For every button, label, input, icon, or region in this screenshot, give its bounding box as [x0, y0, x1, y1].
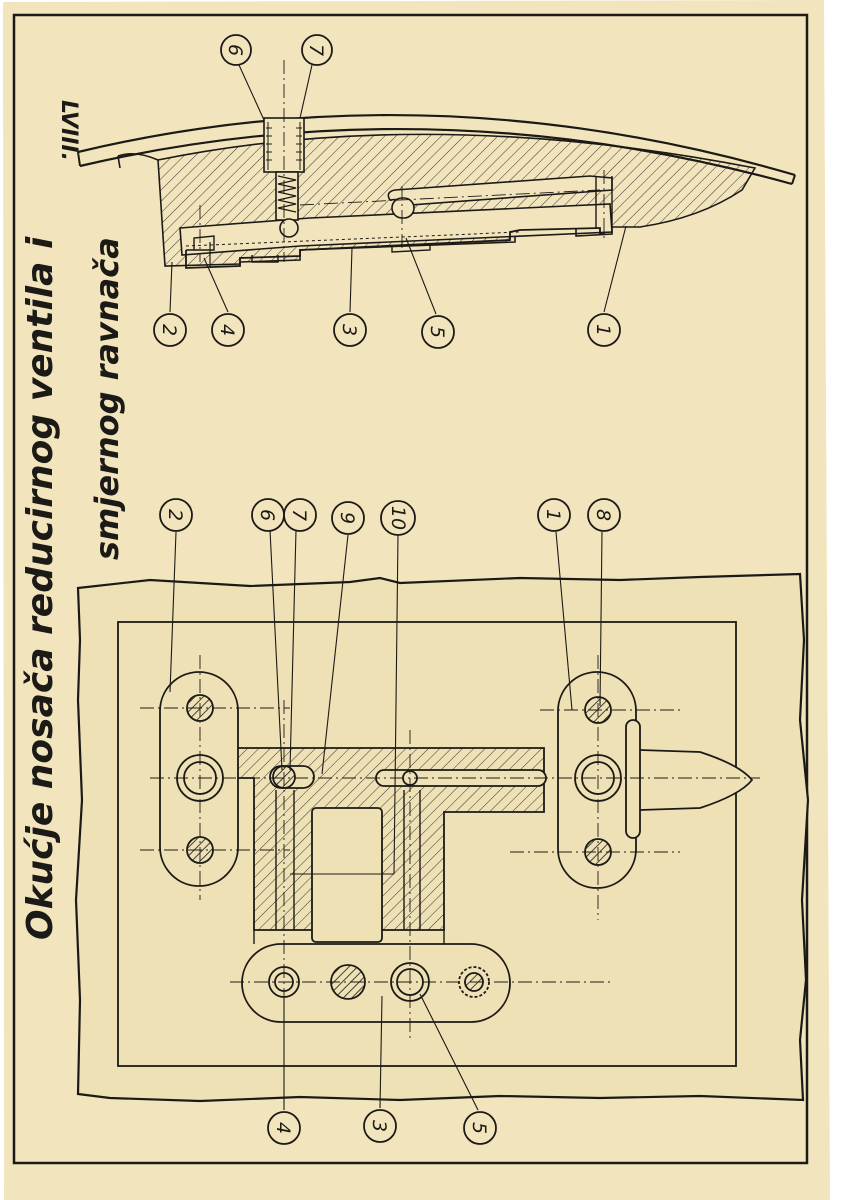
bracket-plate	[185, 227, 605, 269]
callout-plan-8: 8	[587, 498, 621, 532]
svg-text:2: 2	[158, 324, 180, 336]
section-view	[77, 60, 796, 269]
hull-inner	[79, 127, 793, 186]
callout-plan-5: 5	[463, 1111, 497, 1145]
callout-top-4: 4	[211, 313, 245, 347]
bracket-3	[241, 943, 511, 1023]
svg-text:9: 9	[336, 512, 358, 524]
callout-top-6: 6	[220, 34, 252, 66]
callout-top-7: 7	[301, 34, 333, 66]
callout-plan-10: 10	[380, 500, 416, 536]
callout-plan-1: 1	[537, 498, 571, 532]
pivot-pin	[279, 218, 299, 238]
title-line-2: smjernog ravnača	[88, 237, 126, 560]
svg-text:3: 3	[368, 1120, 390, 1132]
callout-plan-3: 3	[363, 1109, 397, 1143]
inner-frame	[117, 621, 737, 1067]
svg-text:2: 2	[164, 509, 186, 521]
title-line-1: Okućje nosača reducirnog ventila i	[20, 236, 61, 940]
hull-outer	[77, 113, 796, 177]
frame-window	[311, 807, 383, 943]
spring	[277, 175, 297, 213]
plan-view	[140, 655, 760, 1040]
callout-plan-4: 4	[267, 1111, 301, 1145]
svg-text:10: 10	[387, 506, 409, 530]
svg-text:1: 1	[542, 509, 564, 521]
section-leaders	[169, 64, 627, 315]
svg-text:6: 6	[224, 44, 246, 56]
svg-text:4: 4	[272, 1122, 294, 1134]
svg-text:1: 1	[592, 324, 614, 336]
svg-text:5: 5	[426, 326, 448, 338]
svg-text:3: 3	[338, 324, 360, 336]
svg-text:6: 6	[256, 509, 278, 521]
svg-text:8: 8	[592, 509, 614, 521]
callout-plan-2: 2	[159, 498, 193, 532]
svg-text:5: 5	[468, 1122, 490, 1134]
plate-number: LVIII.	[56, 100, 81, 161]
plan-callouts: 2 6 7 9 10 1 8 4 3 5	[159, 498, 621, 1145]
svg-text:7: 7	[305, 44, 327, 56]
pointer	[639, 749, 754, 811]
section-callouts: 6 7 2 4 3 5 1	[153, 34, 621, 349]
svg-text:7: 7	[288, 509, 310, 521]
callout-plan-7: 7	[283, 498, 317, 532]
plan-leaders	[169, 529, 603, 1111]
svg-text:4: 4	[216, 324, 238, 336]
callout-top-1: 1	[587, 313, 621, 347]
callout-top-2: 2	[153, 313, 187, 347]
drawing-border	[12, 13, 809, 1165]
callout-plan-9: 9	[331, 501, 365, 535]
callout-top-3: 3	[333, 313, 367, 347]
callout-plan-6: 6	[251, 498, 285, 532]
callout-top-5: 5	[421, 315, 455, 349]
